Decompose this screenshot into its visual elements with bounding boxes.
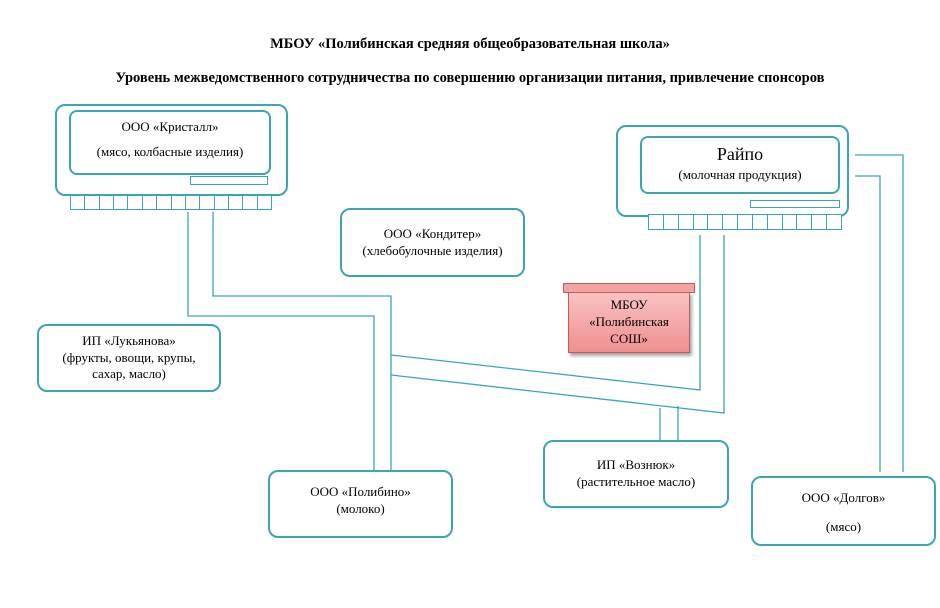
page-subtitle: Уровень межведомственного сотрудничества…: [115, 70, 825, 86]
konditer-name: ООО «Кондитер»: [383, 225, 482, 241]
page-title: МБОУ «Полибинская средняя общеобразовате…: [270, 36, 670, 52]
polibino-name: ООО «Полибино»: [310, 484, 411, 499]
connector-dolgov-2: [855, 175, 881, 472]
connector-raypo-1: [390, 235, 701, 391]
dolgov-box: ООО «Долгов» (мясо): [751, 476, 936, 546]
connector-kristall-2: [212, 212, 392, 470]
school-line2: «Полибинская: [589, 314, 669, 330]
school-line3: СОШ»: [610, 330, 648, 346]
connector-kristall-1: [187, 212, 375, 470]
dolgov-desc: (мясо): [825, 518, 862, 534]
voznyuk-name: ИП «Вознюк»: [596, 457, 676, 473]
kristall-desc: (мясо, колбасные изделия): [96, 143, 244, 159]
kristall-keyboard: [70, 195, 272, 210]
connector-raypo-2: [390, 235, 725, 414]
school-line1: МБОУ: [610, 297, 648, 313]
voznyuk-desc: (растительное масло): [576, 474, 696, 489]
raypo-name: Райпо: [716, 144, 764, 164]
lukyanova-name: ИП «Лукьянова»: [82, 332, 176, 348]
lukyanova-desc-2: сахар, масло): [92, 366, 166, 382]
school-box: МБОУ «Полибинская СОШ»: [568, 292, 690, 353]
raypo-slot: [750, 200, 840, 208]
raypo-desc: (молочная продукция): [678, 167, 802, 183]
konditer-box: ООО «Кондитер» (хлебобулочные изделия): [340, 208, 525, 277]
raypo-screen: Райпо (молочная продукция): [640, 136, 840, 194]
polibino-box: ООО «Полибино» (молоко): [268, 470, 453, 538]
lukyanova-box: ИП «Лукьянова» (фрукты, овощи, крупы, са…: [37, 324, 221, 392]
lukyanova-desc-1: (фрукты, овощи, крупы,: [62, 349, 196, 365]
polibino-desc: (молоко): [336, 500, 385, 516]
kristall-slot: [190, 176, 268, 185]
dolgov-name: ООО «Долгов»: [801, 490, 886, 505]
raypo-keyboard: [648, 214, 842, 230]
kristall-name: ООО «Кристалл»: [121, 119, 219, 134]
konditer-desc: (хлебобулочные изделия): [362, 242, 503, 258]
kristall-screen: ООО «Кристалл» (мясо, колбасные изделия): [69, 110, 271, 175]
connector-dolgov-1: [855, 154, 904, 472]
voznyuk-box: ИП «Вознюк» (растительное масло): [543, 440, 729, 508]
